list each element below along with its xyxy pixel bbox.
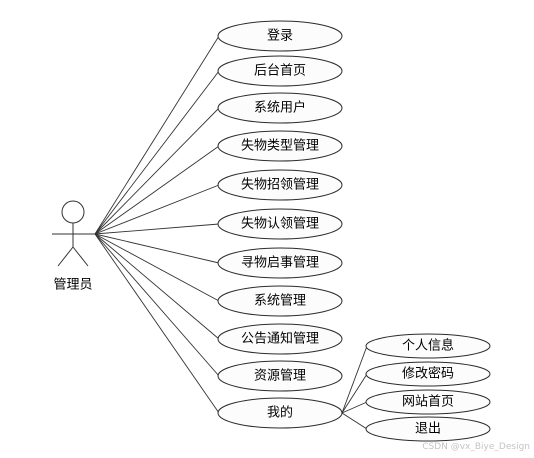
use-case-ellipse — [217, 20, 343, 52]
use-case-label: 登录 — [267, 29, 293, 44]
association-line — [94, 233, 220, 340]
use-case-label: 我的 — [267, 405, 293, 421]
sub-use-case-label: 修改密码 — [402, 366, 454, 382]
use-case-ellipse — [217, 92, 343, 124]
association-line — [94, 145, 220, 235]
sub-use-case-ellipse — [365, 416, 491, 442]
use-case-ellipse — [217, 360, 343, 392]
use-case-ellipse — [217, 208, 343, 240]
use-case-label: 失物类型管理 — [241, 139, 319, 154]
sub-use-case: 个人信息 — [365, 333, 491, 359]
actor-head — [61, 200, 85, 224]
use-case: 系统管理 — [217, 285, 343, 317]
use-case: 我的 — [217, 397, 343, 429]
use-case-label: 寻物启事管理 — [241, 256, 319, 271]
use-case-ellipse — [217, 285, 343, 317]
use-case: 资源管理 — [217, 360, 343, 392]
association-line — [94, 233, 220, 264]
use-case-label: 失物认领管理 — [241, 217, 319, 232]
sub-use-case-label: 退出 — [415, 422, 441, 437]
association-line — [94, 233, 220, 414]
use-case: 失物类型管理 — [217, 130, 343, 162]
use-case-label: 系统管理 — [254, 294, 306, 309]
use-case-label: 失物招领管理 — [241, 178, 319, 193]
actor-right-leg — [72, 246, 89, 267]
actor-label: 管理员 — [53, 278, 92, 293]
use-case-label: 系统用户 — [254, 100, 306, 116]
sub-use-case-ellipse — [365, 361, 491, 387]
sub-use-case: 退出 — [365, 416, 491, 442]
sub-use-case-label: 网站首页 — [402, 395, 454, 410]
sub-use-case-label: 个人信息 — [402, 338, 454, 354]
use-case-ellipse — [217, 397, 343, 429]
use-case: 失物认领管理 — [217, 208, 343, 240]
use-case-ellipse — [217, 323, 343, 355]
use-case: 失物招领管理 — [217, 169, 343, 201]
watermark: CSDN @vx_Biye_Design — [422, 442, 530, 452]
association-line — [94, 107, 220, 235]
use-case-label: 后台首页 — [254, 64, 306, 79]
use-case-label: 公告通知管理 — [241, 331, 319, 347]
use-case-ellipse — [217, 169, 343, 201]
use-case: 寻物启事管理 — [217, 247, 343, 279]
use-case-ellipse — [217, 247, 343, 279]
actor-administrator: 管理员 — [52, 200, 95, 293]
sub-use-case-ellipse — [365, 333, 491, 359]
association-line — [94, 35, 220, 235]
sub-use-case: 修改密码 — [365, 361, 491, 387]
sub-association-line — [341, 401, 368, 414]
association-line — [94, 184, 220, 235]
sub-association-line — [341, 412, 368, 430]
use-case-ellipse — [217, 130, 343, 162]
association-line — [94, 223, 220, 235]
use-case-label: 资源管理 — [254, 369, 306, 384]
sub-association-line — [341, 373, 368, 414]
use-case: 公告通知管理 — [217, 323, 343, 355]
actor-left-leg — [57, 246, 74, 267]
sub-association-line — [341, 345, 368, 414]
association-line — [94, 233, 220, 302]
sub-use-case: 网站首页 — [365, 389, 491, 415]
use-case: 系统用户 — [217, 92, 343, 124]
sub-use-case-ellipse — [365, 389, 491, 415]
use-case: 登录 — [217, 20, 343, 52]
use-case-ellipse — [217, 55, 343, 87]
use-cases: 登录后台首页系统用户失物类型管理失物招领管理失物认领管理寻物启事管理系统管理公告… — [217, 20, 343, 429]
association-line — [94, 233, 220, 377]
association-line — [94, 70, 220, 235]
association-lines — [94, 35, 368, 430]
use-case: 后台首页 — [217, 55, 343, 87]
